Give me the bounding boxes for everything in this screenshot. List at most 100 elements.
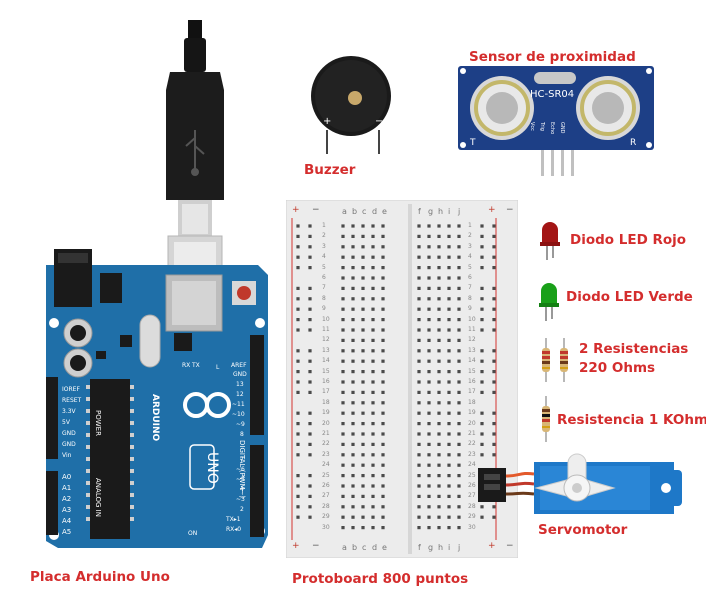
sensor-pin-echo: Echo <box>549 122 555 135</box>
breadboard-hole <box>371 338 375 342</box>
breadboard-hole <box>437 422 441 426</box>
breadboard-hole <box>381 515 385 519</box>
breadboard-rail-hole <box>296 286 300 290</box>
breadboard-hole <box>417 307 421 311</box>
breadboard-hole <box>437 359 441 363</box>
breadboard-hole <box>371 494 375 498</box>
breadboard-hole <box>427 245 431 249</box>
breadboard-hole <box>437 297 441 301</box>
breadboard-row-number: 3 <box>322 242 326 250</box>
breadboard-hole <box>361 453 365 457</box>
breadboard-hole <box>447 526 451 530</box>
breadboard-hole <box>381 370 385 374</box>
breadboard-row-number: 14 <box>322 357 330 365</box>
breadboard-hole <box>427 484 431 488</box>
breadboard-rail-hole <box>308 380 312 384</box>
breadboard-row-number: 11 <box>322 326 330 333</box>
breadboard-hole <box>371 276 375 280</box>
breadboard-hole <box>351 255 355 259</box>
breadboard-hole <box>341 307 345 311</box>
breadboard-rail-hole <box>296 505 300 509</box>
buzzer-label: Buzzer <box>304 162 356 178</box>
breadboard-hole <box>361 411 365 415</box>
breadboard-row-number: 30 <box>322 523 330 531</box>
breadboard-row-number: 17 <box>468 388 476 396</box>
breadboard-row-number: 7 <box>468 284 472 292</box>
breadboard-hole <box>427 515 431 519</box>
arduino-on: ON <box>188 530 198 537</box>
breadboard-hole <box>427 297 431 301</box>
arduino-l: L <box>216 364 220 371</box>
breadboard-rail-hole <box>308 432 312 436</box>
breadboard-hole <box>341 338 345 342</box>
breadboard-rail-hole <box>296 359 300 363</box>
breadboard-rail-hole <box>492 266 496 270</box>
breadboard-row-number: 10 <box>468 315 476 323</box>
breadboard-hole <box>457 474 461 478</box>
breadboard-rail-hole <box>296 494 300 498</box>
power-pin: GND <box>62 430 76 437</box>
breadboard-hole <box>341 318 345 322</box>
breadboard-rail-hole <box>480 370 484 374</box>
bb-letter: g <box>428 543 434 552</box>
breadboard-hole <box>457 463 461 467</box>
breadboard-rail-hole <box>480 245 484 249</box>
analog-pin: A3 <box>62 506 72 514</box>
breadboard-hole <box>371 380 375 384</box>
breadboard-hole <box>457 286 461 290</box>
breadboard-rail-hole <box>308 349 312 353</box>
breadboard-row-number: 17 <box>322 388 330 396</box>
breadboard-hole <box>417 286 421 290</box>
breadboard-hole <box>417 224 421 228</box>
breadboard-hole <box>341 349 345 353</box>
bb-letter: b <box>352 207 358 216</box>
breadboard-hole <box>341 266 345 270</box>
breadboard-hole <box>341 245 345 249</box>
breadboard-hole <box>361 286 365 290</box>
breadboard-rail-hole <box>480 349 484 353</box>
breadboard-hole <box>371 349 375 353</box>
breadboard-rail-hole <box>492 349 496 353</box>
breadboard-rail-hole <box>308 494 312 498</box>
breadboard-hole <box>381 380 385 384</box>
breadboard-rail-hole <box>308 442 312 446</box>
arduino-gnd: GND <box>233 371 247 378</box>
breadboard-hole <box>427 338 431 342</box>
breadboard-hole <box>417 328 421 332</box>
breadboard-rail-hole <box>480 318 484 322</box>
breadboard-row-number: 29 <box>322 513 330 521</box>
breadboard-hole <box>437 401 441 405</box>
breadboard-hole <box>361 224 365 228</box>
breadboard-hole <box>447 411 451 415</box>
breadboard-hole <box>381 255 385 259</box>
breadboard-hole <box>437 255 441 259</box>
breadboard-hole <box>351 526 355 530</box>
breadboard-hole <box>427 390 431 394</box>
breadboard-hole <box>381 266 385 270</box>
breadboard-hole <box>427 307 431 311</box>
breadboard-row-number: 4 <box>322 253 326 261</box>
breadboard-hole <box>341 380 345 384</box>
breadboard-hole <box>381 474 385 478</box>
breadboard-row-number: 26 <box>322 482 330 489</box>
resistors-220-label-line2: 220 Ohms <box>579 360 656 376</box>
arduino-analog-label: ANALOG IN <box>94 478 102 517</box>
breadboard-row-number: 13 <box>468 346 476 354</box>
breadboard-hole <box>427 318 431 322</box>
breadboard-hole <box>351 328 355 332</box>
arduino-label: Placa Arduino Uno <box>30 569 170 585</box>
bb-letter: h <box>438 543 444 552</box>
breadboard-hole <box>437 432 441 436</box>
breadboard-hole <box>447 224 451 228</box>
breadboard-hole <box>457 245 461 249</box>
breadboard-row-number: 19 <box>468 409 476 417</box>
breadboard-hole <box>351 484 355 488</box>
led-red-label: Diodo LED Rojo <box>570 232 687 248</box>
breadboard-rail-hole <box>480 224 484 228</box>
breadboard-hole <box>351 234 355 238</box>
breadboard-hole <box>437 224 441 228</box>
breadboard-hole <box>417 338 421 342</box>
digital-pin: 4 <box>240 486 244 493</box>
bb-letter: g <box>428 207 434 216</box>
breadboard-row-number: 11 <box>468 326 476 333</box>
